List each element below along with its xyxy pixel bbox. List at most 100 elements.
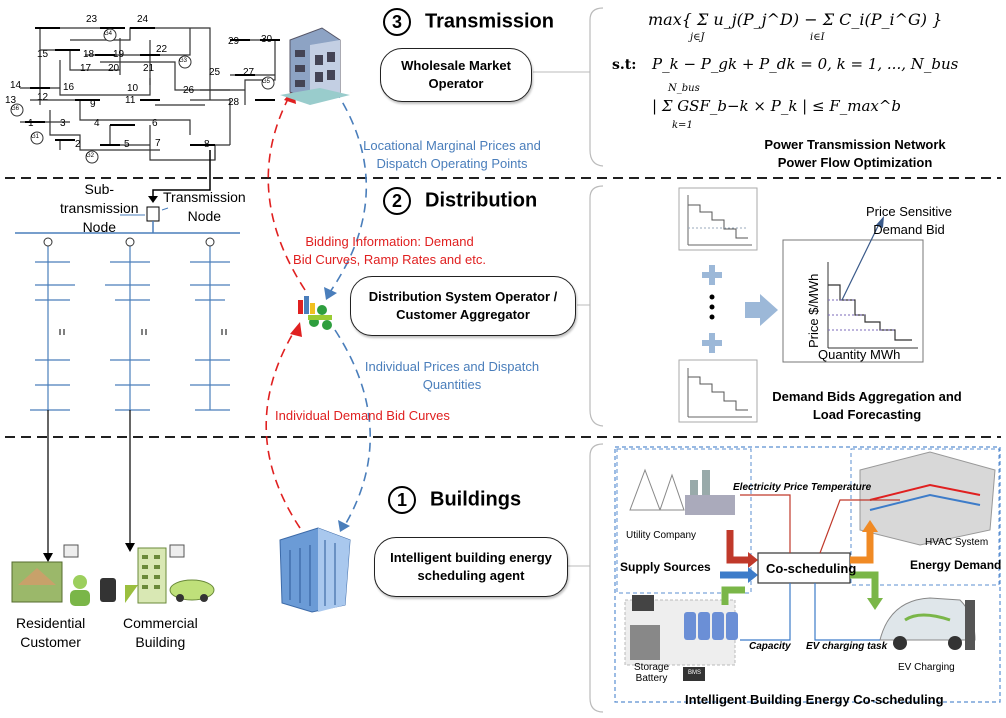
arc-indiv-prices xyxy=(334,329,371,526)
capacity-line xyxy=(740,583,791,641)
bus-bars xyxy=(25,27,280,146)
aggregated-curve-chart xyxy=(782,216,924,363)
bus-25: 25 xyxy=(209,67,221,78)
buildings-title: 1 Buildings xyxy=(388,486,521,514)
price-sensitive-line2: Demand Bid xyxy=(873,221,945,237)
transmission-node-label: Transmission Node xyxy=(163,188,246,226)
commercial-icon xyxy=(100,544,215,604)
transmission-title-text: Transmission xyxy=(425,10,554,33)
bus-26: 26 xyxy=(183,85,195,96)
residential-label: Residential Customer xyxy=(16,614,85,652)
brace-distribution xyxy=(589,185,604,427)
transmission-title: 3 Transmission xyxy=(383,8,554,36)
bus-13: 13 xyxy=(5,95,17,106)
arc-demand-curves xyxy=(265,329,301,529)
bus-21: 21 xyxy=(143,63,155,74)
constraint-flow-limit: | Σ GSF_b−k × P_k | ≤ F_max^b xyxy=(652,97,902,115)
plus-icons xyxy=(702,265,722,353)
bus-14: 14 xyxy=(10,80,22,91)
aggregator-icon xyxy=(298,296,332,330)
y-axis-label: Price $/MWh xyxy=(806,273,821,348)
storage-label: Storage Battery xyxy=(634,662,669,684)
transmission-number: 3 xyxy=(383,8,411,36)
constraint-sum-upper: N_bus xyxy=(668,83,700,94)
supply-arrow-red xyxy=(726,530,750,564)
opt-caption-line1: Power Transmission Network xyxy=(764,137,946,152)
hvac-icon xyxy=(859,451,996,546)
bus-3: 3 xyxy=(60,118,66,129)
bus-30: 30 xyxy=(261,34,273,45)
buildings-title-text: Buildings xyxy=(430,488,522,511)
demand-curves-label: Individual Demand Bid Curves xyxy=(275,408,450,423)
ev-icon xyxy=(879,597,976,650)
gen-G6: G6 xyxy=(11,106,20,112)
bus-5: 5 xyxy=(124,139,130,150)
arc-indiv-prices-head xyxy=(338,520,350,532)
indiv-prices-line1: Individual Prices and Dispatch xyxy=(364,359,540,374)
residential-icon xyxy=(11,544,90,606)
bidding-label: Bidding Information: Demand Bid Curves, … xyxy=(272,233,507,269)
bus-4: 4 xyxy=(94,118,100,129)
aggregation-arrow xyxy=(745,294,778,326)
distribution-system-operator: Distribution System Operator / Customer … xyxy=(350,276,576,336)
t-to-d-arrow xyxy=(148,196,158,203)
distribution-title-text: Distribution xyxy=(425,189,538,212)
aggregation-caption-line1: Demand Bids Aggregation and xyxy=(772,389,962,404)
subtransmission-line3: Node xyxy=(82,218,117,235)
price-sensitive-label: Price Sensitive Demand Bid xyxy=(866,203,952,238)
ev-task-line xyxy=(814,583,880,641)
opt-caption-line2: Power Flow Optimization xyxy=(777,155,933,171)
brace-buildings xyxy=(589,443,604,713)
subtransmission-label: Sub- transmission Node xyxy=(60,180,139,237)
demand-box xyxy=(850,448,1000,586)
bus-6: 6 xyxy=(152,118,158,129)
bid-curve-bottom xyxy=(678,359,758,423)
wholesale-market-operator: Wholesale Market Operator xyxy=(380,48,532,102)
building-scheduling-agent: Intelligent building energy scheduling a… xyxy=(374,537,568,597)
supply-arrow-red-head xyxy=(748,552,758,568)
opt-caption: Power Transmission Network Power Flow Op… xyxy=(745,136,965,172)
bus-18: 18 xyxy=(83,49,95,60)
gen-G1: G1 xyxy=(31,134,40,140)
gen-G2: G2 xyxy=(86,153,95,159)
gen-G3: G3 xyxy=(179,58,188,64)
utility-label: Utility Company xyxy=(626,530,697,541)
elec-price-line xyxy=(740,494,791,553)
bus-29: 29 xyxy=(228,36,240,47)
commercial-label: Commercial Building xyxy=(123,614,198,652)
arc-lmp xyxy=(329,89,368,293)
cosched-center-box xyxy=(757,552,851,584)
bus-17: 17 xyxy=(80,63,92,74)
demand-arrow-orange xyxy=(850,530,874,564)
price-sensitive-pointer xyxy=(841,221,881,301)
bus-1: 1 xyxy=(28,118,34,129)
commercial-line1: Commercial xyxy=(123,615,198,631)
lmp-label-line2: Dispatch Operating Points xyxy=(376,156,528,172)
bidding-label-line2: Bid Curves, Ramp Rates and etc. xyxy=(293,252,486,268)
x-axis-label: Quantity MWh xyxy=(818,347,901,362)
brace-transmission xyxy=(589,7,604,167)
indiv-prices-label: Individual Prices and Dispatch Quantitie… xyxy=(352,358,552,394)
cosched-caption: Intelligent Building Energy Co-schedulin… xyxy=(685,692,944,707)
bus-20: 20 xyxy=(108,63,120,74)
aggregation-caption: Demand Bids Aggregation and Load Forecas… xyxy=(757,388,977,424)
demand-arrow-orange-head xyxy=(862,520,878,532)
arc-bidding xyxy=(267,94,306,291)
t-to-d-link xyxy=(152,150,211,198)
cosched-panel xyxy=(614,446,1001,703)
bus-11: 11 xyxy=(125,95,136,106)
bus-8: 8 xyxy=(204,139,210,150)
storage-icon xyxy=(624,595,738,681)
arrow-commercial-head xyxy=(125,543,135,552)
objective-function: max{ Σ u_j(P_j^D) − Σ C_i(P_i^G) } xyxy=(648,10,943,29)
gen-G5: G5 xyxy=(262,79,271,85)
lmp-label: Locational Marginal Prices and Dispatch … xyxy=(352,137,552,173)
arc-demand-curves-head xyxy=(290,322,302,337)
supply-label: Supply Sources xyxy=(620,560,711,574)
transmission-node-line1: Transmission xyxy=(163,189,246,205)
price-sensitive-pointer-head xyxy=(876,216,884,228)
storage-arrow-green xyxy=(721,586,745,605)
buildings-number: 1 xyxy=(388,486,416,514)
